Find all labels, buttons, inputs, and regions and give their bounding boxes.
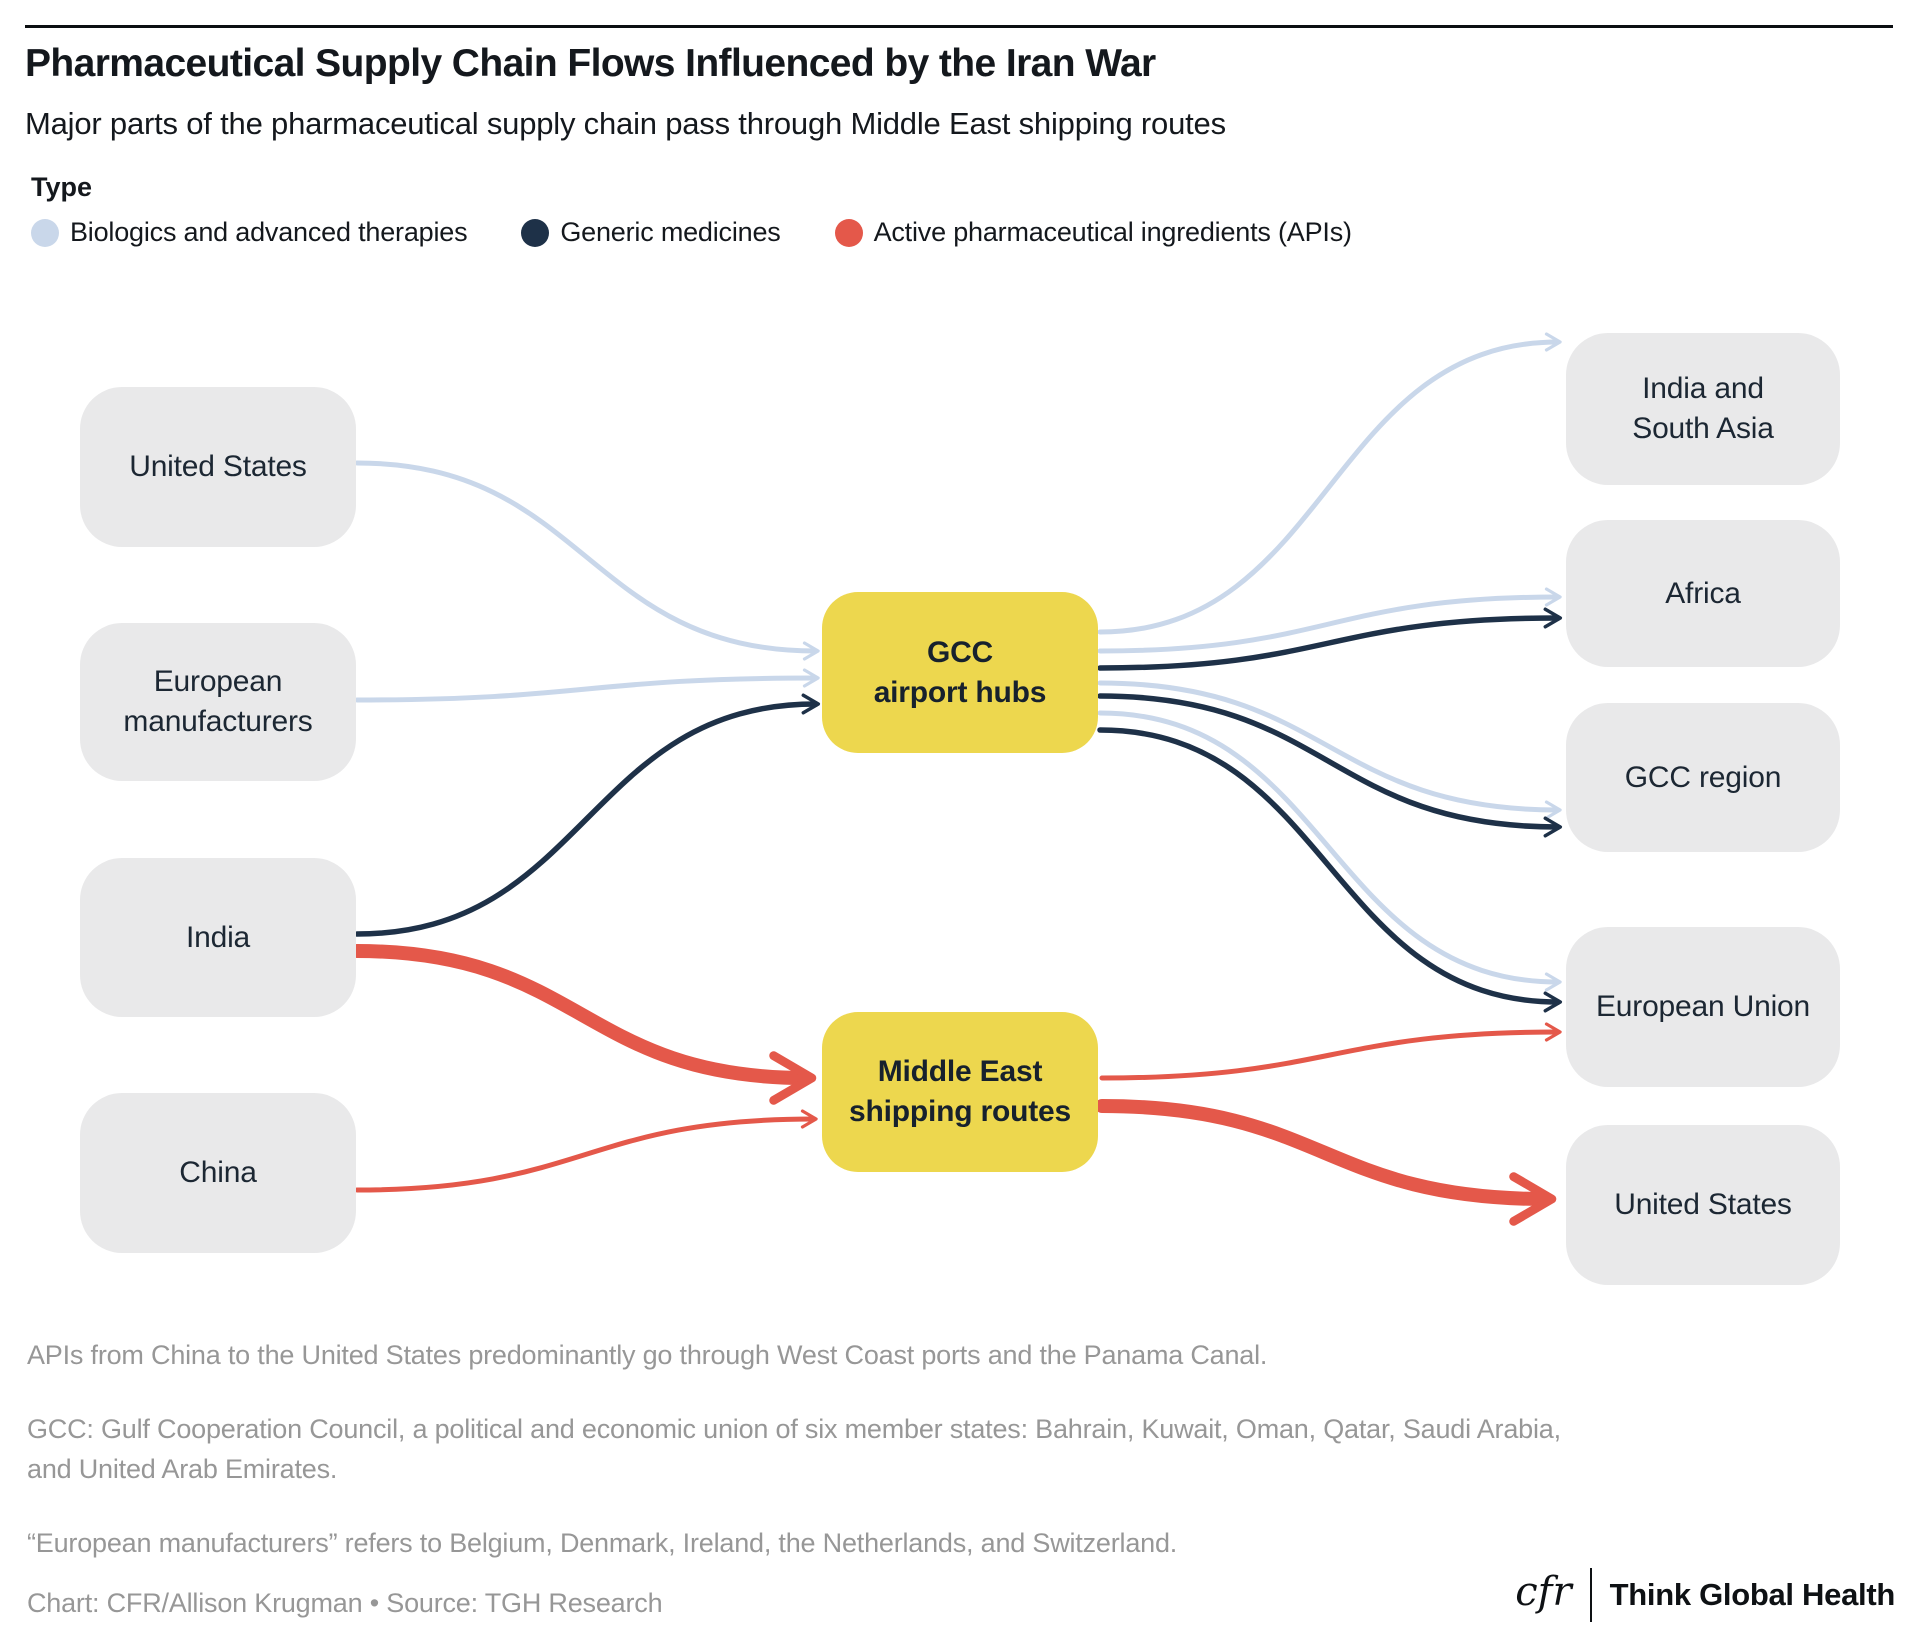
legend-label-generics: Generic medicines	[560, 217, 781, 247]
node-africa: Africa	[1566, 520, 1840, 667]
legend-dot-biologics	[31, 218, 59, 247]
node-european-manufacturers: European manufacturers	[80, 623, 356, 781]
legend-dot-apis	[834, 218, 863, 247]
flow-gcc-airport-hubs-to-european-union	[1097, 727, 1563, 1013]
flow-gcc-airport-hubs-to-africa	[1097, 587, 1562, 654]
flow-link-layer	[350, 332, 1563, 1226]
credit-line: Chart: CFR/Allison Krugman • Source: TGH…	[27, 1588, 663, 1618]
flow-middle-east-shipping-to-us-dest	[1095, 1099, 1557, 1226]
node-us-source: United States	[80, 387, 356, 547]
brand-logo: cfr Think Global Health	[1515, 1564, 1895, 1626]
footnote-3: “European manufacturers” refers to Belgi…	[27, 1527, 1178, 1558]
flow-middle-east-shipping-to-european-union	[1099, 1022, 1562, 1081]
footnote-1: APIs from China to the United States pre…	[27, 1340, 1268, 1370]
flow-gcc-airport-hubs-to-africa	[1097, 607, 1563, 671]
flow-gcc-airport-hubs-to-gcc-region	[1097, 693, 1563, 838]
legend-item-generics: Generic medicines	[521, 217, 781, 248]
flow-european-manufacturers-to-gcc-airport-hubs	[354, 668, 820, 703]
legend-item-apis: Active pharmaceutical ingredients (APIs)	[834, 217, 1352, 248]
node-china: China	[80, 1093, 356, 1253]
cfr-logo: cfr	[1515, 1569, 1572, 1615]
node-gcc-airport-hubs: GCC airport hubs	[822, 592, 1098, 753]
legend-label-biologics: Biologics and advanced therapies	[70, 217, 468, 247]
flow-india-to-middle-east-shipping	[350, 944, 817, 1105]
node-gcc-region: GCC region	[1566, 703, 1840, 852]
flow-india-to-gcc-airport-hubs	[354, 693, 821, 937]
logo-wordmark: Think Global Health	[1609, 1577, 1896, 1612]
logo-divider	[1589, 1568, 1592, 1622]
node-european-union: European Union	[1566, 927, 1840, 1087]
footnotes: APIs from China to the United States pre…	[27, 1336, 1587, 1598]
flow-china-to-middle-east-shipping	[354, 1109, 818, 1193]
top-rule	[25, 25, 1893, 28]
legend-item-biologics: Biologics and advanced therapies	[31, 217, 468, 248]
footnote-2: GCC: Gulf Cooperation Council, a politic…	[27, 1413, 1561, 1484]
flow-gcc-airport-hubs-to-gcc-region	[1097, 680, 1562, 820]
node-india-south-asia: India and South Asia	[1566, 333, 1840, 485]
flow-gcc-airport-hubs-to-india-south-asia	[1097, 332, 1562, 635]
legend-items: Biologics and advanced therapies Generic …	[31, 217, 1352, 248]
node-india: India	[80, 858, 356, 1017]
node-middle-east-shipping: Middle East shipping routes	[822, 1012, 1098, 1172]
legend-dot-generics	[521, 218, 550, 247]
legend-title: Type	[31, 172, 93, 202]
chart-title: Pharmaceutical Supply Chain Flows Influe…	[25, 42, 1156, 85]
legend: Type Biologics and advanced therapies Gen…	[31, 172, 1352, 248]
flow-us-source-to-gcc-airport-hubs	[354, 460, 820, 661]
flow-gcc-airport-hubs-to-european-union	[1097, 710, 1562, 992]
node-us-dest: United States	[1566, 1125, 1840, 1285]
chart-subtitle: Major parts of the pharmaceutical supply…	[25, 106, 1226, 141]
legend-label-apis: Active pharmaceutical ingredients (APIs)	[873, 217, 1352, 247]
